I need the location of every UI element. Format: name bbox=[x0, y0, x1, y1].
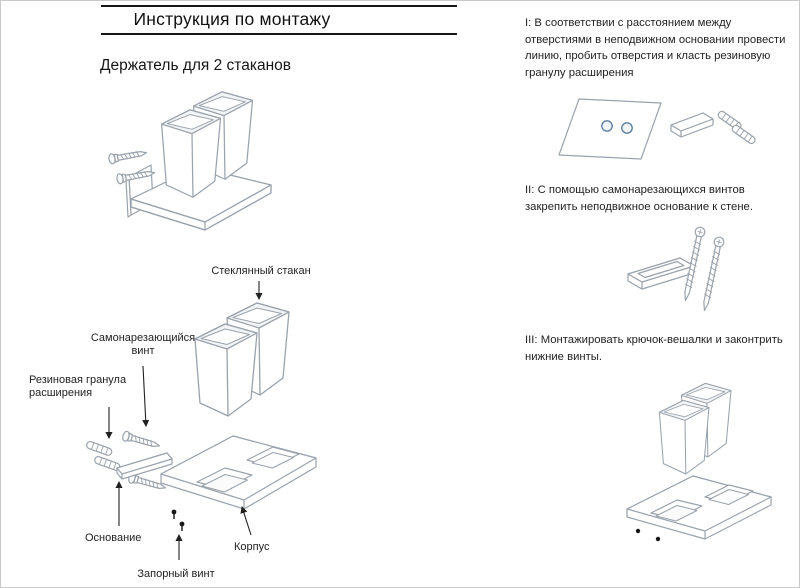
label-rubber-granule: Резиновая гранула расширения bbox=[29, 374, 127, 400]
self-tapping-screw-icon bbox=[699, 235, 726, 313]
holder-body bbox=[626, 475, 772, 540]
glass-cup-front bbox=[160, 109, 222, 198]
glass-cup-front bbox=[658, 399, 710, 475]
label-glass-cup: Стеклянный стакан bbox=[211, 265, 311, 277]
step-3: III: Монтажировать крючок-вешалки и зако… bbox=[525, 332, 797, 365]
rubber-anchor-icon bbox=[730, 123, 757, 146]
fixed-base-block bbox=[670, 112, 714, 138]
locking-screws bbox=[171, 509, 185, 531]
product-subtitle: Держатель для 2 стаканов bbox=[100, 57, 292, 74]
step-1: I: В соответствии с расстоянием между от… bbox=[525, 15, 797, 82]
step-3-text: Монтажировать крючок-вешалки и законтрит… bbox=[525, 334, 783, 363]
step-2-illustration bbox=[627, 225, 726, 313]
holder-shelf-front-edges bbox=[130, 184, 272, 231]
glass-cup-front bbox=[194, 323, 258, 417]
step-2: II: С помощью самонарезающихся винтов за… bbox=[525, 182, 797, 215]
holder-body bbox=[160, 435, 317, 510]
self-tapping-screw-icon bbox=[121, 430, 162, 452]
step-3-illustration bbox=[626, 382, 772, 542]
exploded-diagram bbox=[85, 281, 317, 560]
step-3-number: III: bbox=[525, 334, 538, 346]
base-rail bbox=[116, 452, 173, 480]
label-self-tapping-screw: Самонарезающийся винт bbox=[90, 332, 196, 358]
callout-arrows bbox=[105, 281, 263, 560]
label-base: Основание bbox=[85, 532, 142, 544]
label-body: Корпус bbox=[234, 541, 270, 553]
step-2-text: С помощью самонарезающихся винтов закреп… bbox=[525, 184, 753, 213]
step-1-illustration bbox=[558, 98, 757, 160]
fixed-base-frame bbox=[627, 257, 695, 290]
rubber-anchor-icon bbox=[85, 440, 114, 457]
locking-screws bbox=[635, 528, 661, 542]
step-2-number: II: bbox=[525, 184, 535, 196]
title-rule-bottom bbox=[101, 33, 457, 35]
title-rule-top bbox=[101, 5, 457, 7]
assembled-holder-drawing bbox=[107, 91, 272, 231]
drill-holes bbox=[601, 120, 633, 134]
step-1-text: В соответствии с расстоянием между отвер… bbox=[525, 17, 786, 80]
page-title: Инструкция по монтажу bbox=[133, 9, 331, 29]
mounting-screw-icon bbox=[107, 147, 148, 165]
label-locking-screw: Запорный винт bbox=[137, 568, 215, 580]
step-1-number: I: bbox=[525, 17, 532, 29]
